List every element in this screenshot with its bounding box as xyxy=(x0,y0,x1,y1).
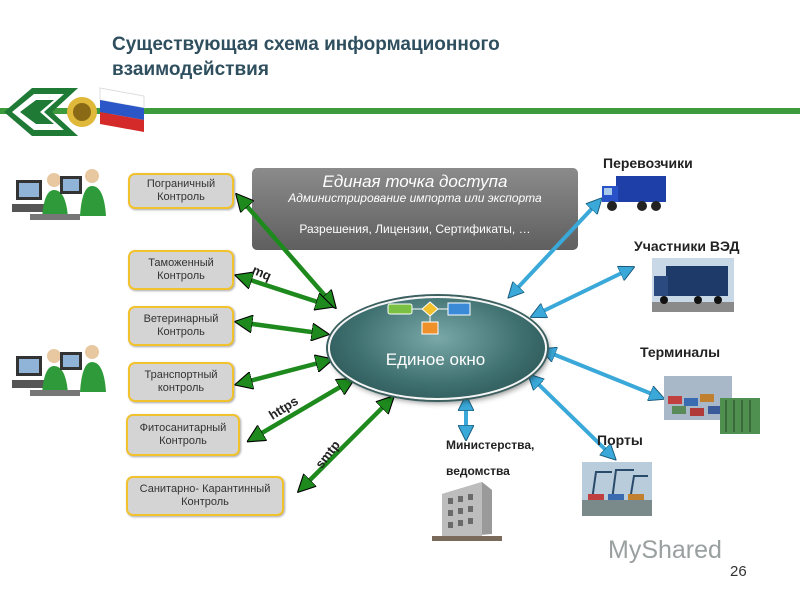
box-border-control: Пограничный Контроль xyxy=(128,173,234,209)
terminals-label: Терминалы xyxy=(640,344,721,360)
ministries-label: Министерства, ведомства xyxy=(446,432,534,484)
carriers-label: Перевозчики xyxy=(603,155,693,171)
arrow-veterinary xyxy=(238,322,326,334)
operator-workstation-icon xyxy=(12,169,106,220)
access-panel-subtitle: Администрирование импорта или экспорта xyxy=(288,191,542,205)
russian-flag xyxy=(99,87,145,132)
box-label: Пограничный Контроль xyxy=(146,178,216,203)
box-label: Ветеринарный Контроль xyxy=(143,313,219,338)
truck-icon xyxy=(602,176,666,211)
page-number: 26 xyxy=(730,563,747,580)
box-transport-control: Транспортный контроль xyxy=(128,362,234,402)
arrow-sanitary xyxy=(300,398,392,490)
page-title: Существующая схема информационного взаим… xyxy=(112,32,712,82)
port-cranes-icon xyxy=(582,462,652,516)
ports-label: Порты xyxy=(597,432,643,448)
watermark-text: MyShared xyxy=(608,536,722,564)
box-label: Таможенный Контроль xyxy=(148,257,214,282)
box-veterinary-control: Ветеринарный Контроль xyxy=(128,306,234,346)
terminal-containers-icon xyxy=(664,376,760,434)
arrow-transport xyxy=(238,360,330,384)
arrow-carriers xyxy=(510,200,600,296)
arrow-customs xyxy=(238,276,330,306)
ministries-line-2: ведомства xyxy=(446,464,510,478)
ved-participants-label: Участники ВЭД xyxy=(634,238,740,254)
flowchart-icon xyxy=(387,301,471,335)
arrow-ved xyxy=(533,268,632,316)
title-line-1: Существующая схема информационного xyxy=(112,34,500,55)
customs-emblem xyxy=(4,88,97,136)
ministries-line-1: Министерства, xyxy=(446,438,535,452)
myshared-watermark: MyShared xyxy=(608,536,722,565)
ministry-building-icon xyxy=(432,482,502,541)
box-label: Транспортный контроль xyxy=(144,369,218,394)
single-window-label: Единое окно xyxy=(385,350,486,369)
access-panel-title: Единая точка доступа xyxy=(322,172,508,191)
header-bar xyxy=(0,108,800,114)
operator-workstation-icon xyxy=(12,345,106,396)
title-line-2: взаимодействия xyxy=(112,59,269,80)
single-window-oval xyxy=(328,296,547,400)
box-customs-control: Таможенный Контроль xyxy=(128,250,234,290)
box-phytosanitary-control: Фитосанитарный Контроль xyxy=(126,414,240,456)
arrow-ports xyxy=(530,376,614,458)
box-label: Санитарно- Карантинный Контроль xyxy=(139,483,271,508)
access-panel-permissions: Разрешения, Лицензии, Сертификаты, … xyxy=(299,222,531,236)
box-label: Фитосанитарный Контроль xyxy=(139,422,227,447)
cargo-truck-icon xyxy=(652,258,734,312)
box-sanitary-quarantine-control: Санитарно- Карантинный Контроль xyxy=(126,476,284,516)
